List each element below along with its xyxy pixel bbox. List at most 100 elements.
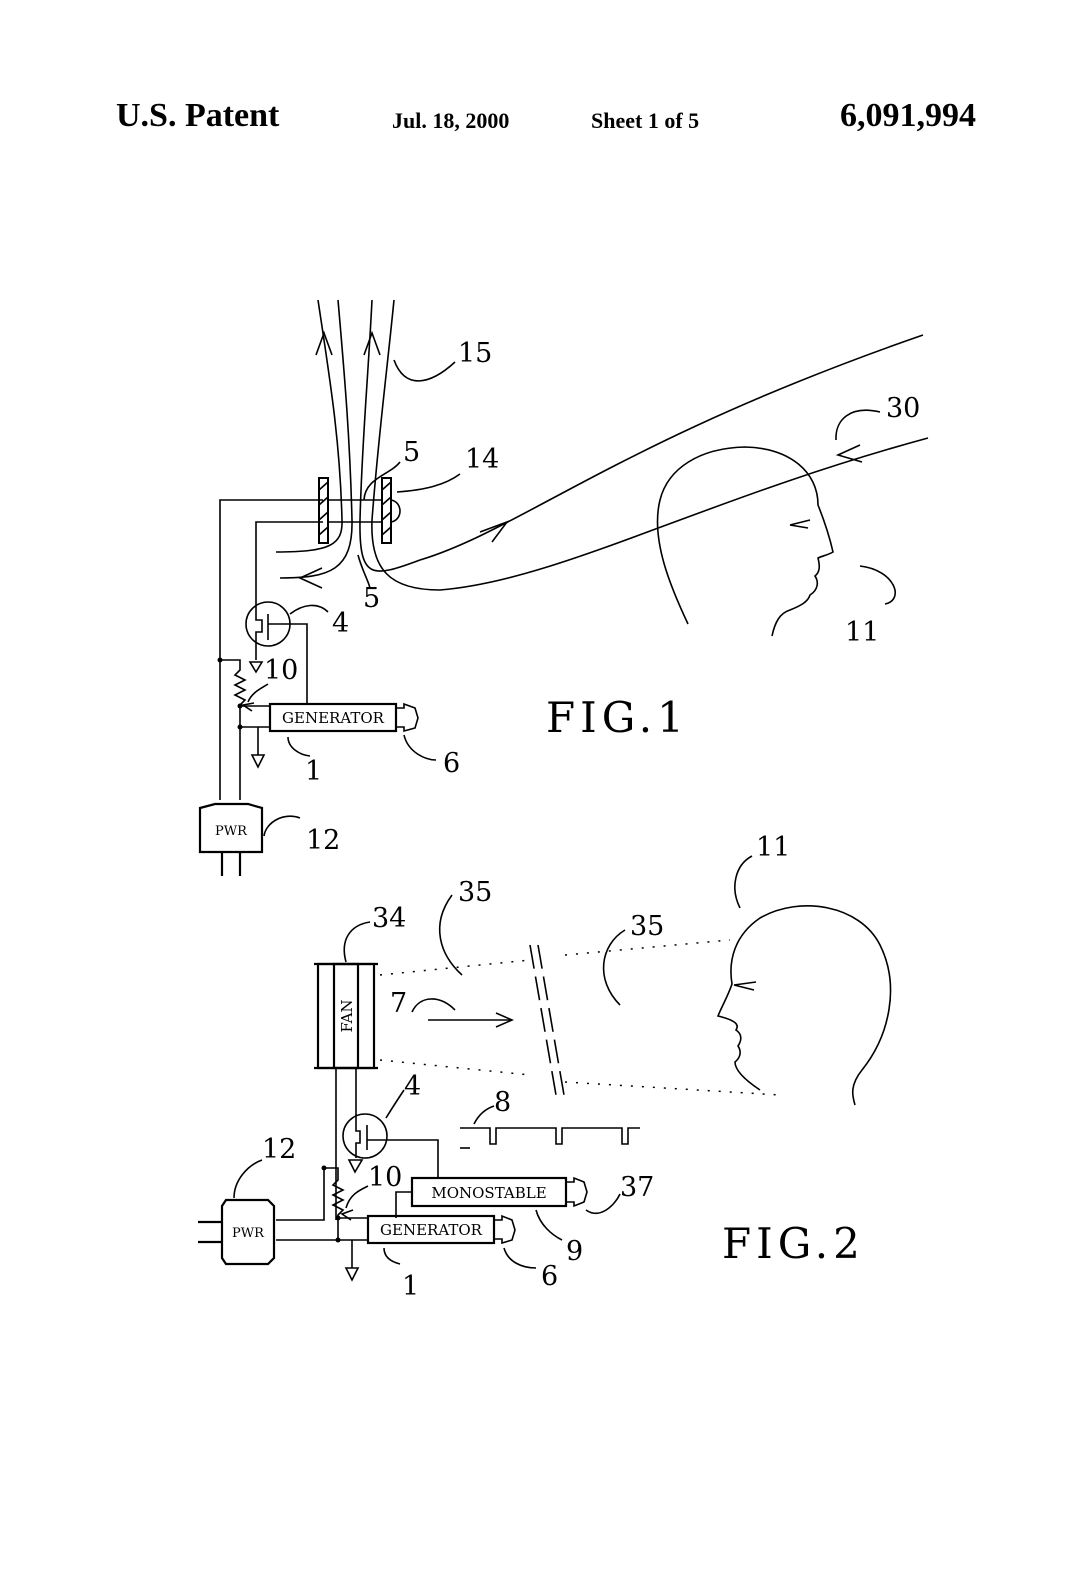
plate-hatch bbox=[381, 511, 392, 521]
publication-date: Jul. 18, 2000 bbox=[392, 108, 510, 133]
leader-4-fig2 bbox=[385, 1089, 405, 1119]
leader-1-fig2 bbox=[383, 1247, 401, 1265]
head-profile-fig2 bbox=[716, 905, 892, 1106]
plate-bracket bbox=[390, 499, 401, 523]
ref-5-lower: 5 bbox=[363, 583, 380, 614]
ref-4-fig2: 4 bbox=[404, 1071, 421, 1102]
leader-12-fig2 bbox=[233, 1159, 263, 1199]
ground-symbol-3 bbox=[347, 1159, 364, 1174]
transistor-switch-4-fig2 bbox=[342, 1113, 388, 1159]
break-mark-2 bbox=[537, 944, 565, 1096]
ref-10: 10 bbox=[264, 655, 298, 686]
airflow-line-inner-left bbox=[279, 299, 353, 579]
eye-fig1 bbox=[789, 519, 811, 529]
plate-hatch bbox=[381, 481, 392, 491]
plate-hatch bbox=[318, 496, 329, 506]
air-stream-top-far bbox=[564, 939, 731, 956]
flow-arrow-head bbox=[835, 444, 863, 463]
leader-37 bbox=[585, 1193, 621, 1215]
leader-35-right bbox=[602, 929, 626, 1006]
generator-label: GENERATOR bbox=[282, 709, 385, 727]
electrode-plate-left bbox=[318, 477, 329, 544]
generator-box-fig2 bbox=[366, 1214, 496, 1245]
leader-5b bbox=[357, 554, 371, 589]
ref-10-fig2: 10 bbox=[368, 1162, 402, 1193]
leader-14 bbox=[396, 473, 461, 493]
supply-wire-main bbox=[219, 499, 323, 800]
ref-35-left: 35 bbox=[458, 877, 492, 908]
generator-sensor-6 bbox=[396, 702, 419, 733]
leader-11-fig2 bbox=[734, 855, 753, 909]
ref-6-fig2: 6 bbox=[541, 1261, 558, 1292]
generator-box bbox=[268, 702, 398, 733]
flow-arrow-up-right bbox=[363, 330, 381, 356]
eye-fig2 bbox=[733, 981, 757, 991]
leader-12 bbox=[263, 815, 301, 837]
ref-8: 8 bbox=[494, 1087, 511, 1118]
head-profile-fig1 bbox=[656, 446, 834, 637]
ground-symbol-1 bbox=[248, 661, 264, 674]
airflow-line-inner-right bbox=[359, 299, 924, 572]
ref-1: 1 bbox=[305, 756, 322, 787]
power-plug-box bbox=[198, 802, 264, 854]
leader-10-fig2 bbox=[345, 1185, 369, 1209]
fig2-title: FIG.2 bbox=[722, 1219, 865, 1268]
airflow-arrow-head bbox=[495, 1012, 514, 1028]
sheet-number: Sheet 1 of 5 bbox=[591, 108, 700, 133]
potentiometer-10-fig2 bbox=[324, 1167, 345, 1240]
ref-11-fig2: 11 bbox=[756, 832, 790, 863]
ref-14: 14 bbox=[465, 444, 499, 475]
leader-6-fig2 bbox=[503, 1247, 537, 1269]
ref-30: 30 bbox=[886, 393, 920, 424]
leader-1 bbox=[287, 736, 311, 757]
monostable-box bbox=[410, 1176, 568, 1208]
airflow-line-outer-left bbox=[275, 299, 343, 553]
leader-8 bbox=[473, 1105, 495, 1125]
ref-9: 9 bbox=[566, 1236, 583, 1267]
leader-6 bbox=[403, 734, 437, 761]
flow-arrow-up-left bbox=[315, 330, 333, 356]
leader-30 bbox=[835, 409, 881, 441]
ref-37: 37 bbox=[620, 1172, 654, 1203]
generator-label-fig2: GENERATOR bbox=[380, 1221, 483, 1239]
plate-hatch bbox=[318, 481, 329, 491]
ref-35-right: 35 bbox=[630, 911, 664, 942]
plate-hatch bbox=[318, 526, 329, 536]
figure-1: GENERATOR PWR 15 30 5 bbox=[198, 299, 929, 876]
ref-6: 6 bbox=[443, 748, 460, 779]
flow-arrow-left bbox=[298, 567, 323, 589]
flow-arrow-inward bbox=[479, 520, 510, 543]
air-stream-bottom-far bbox=[564, 1081, 781, 1096]
ref-7: 7 bbox=[390, 988, 407, 1019]
leader-5a bbox=[363, 461, 401, 501]
ref-11: 11 bbox=[845, 617, 879, 648]
airflow-line-outer-right bbox=[371, 299, 929, 591]
ground-symbol-2 bbox=[250, 754, 266, 769]
publication-title: U.S. Patent bbox=[116, 97, 280, 134]
plate-hatch bbox=[381, 526, 392, 536]
generator-sensor-fig2 bbox=[494, 1214, 516, 1245]
ref-4: 4 bbox=[332, 608, 349, 639]
leader-35-left bbox=[438, 894, 463, 976]
ref-12: 12 bbox=[306, 825, 340, 856]
pulse-train-8 bbox=[460, 1127, 640, 1145]
monostable-sensor bbox=[566, 1176, 588, 1208]
electrode-plate-right bbox=[381, 477, 392, 544]
monostable-trigger-wire bbox=[395, 1191, 412, 1218]
patent-number: 6,091,994 bbox=[840, 97, 976, 134]
ref-15: 15 bbox=[458, 338, 492, 369]
leader-11 bbox=[859, 565, 896, 605]
power-label: PWR bbox=[215, 824, 248, 839]
leader-10 bbox=[247, 683, 269, 703]
fan-label: FAN bbox=[338, 999, 356, 1032]
plate-hatch bbox=[381, 496, 392, 506]
ref-5-upper: 5 bbox=[403, 437, 420, 468]
switch-wire bbox=[255, 521, 323, 612]
power-label-fig2: PWR bbox=[232, 1226, 265, 1241]
potentiometer-10 bbox=[220, 659, 247, 740]
leader-4 bbox=[289, 604, 329, 615]
power-wire-top bbox=[276, 1168, 325, 1221]
transistor-symbol-fig2 bbox=[355, 1125, 439, 1178]
